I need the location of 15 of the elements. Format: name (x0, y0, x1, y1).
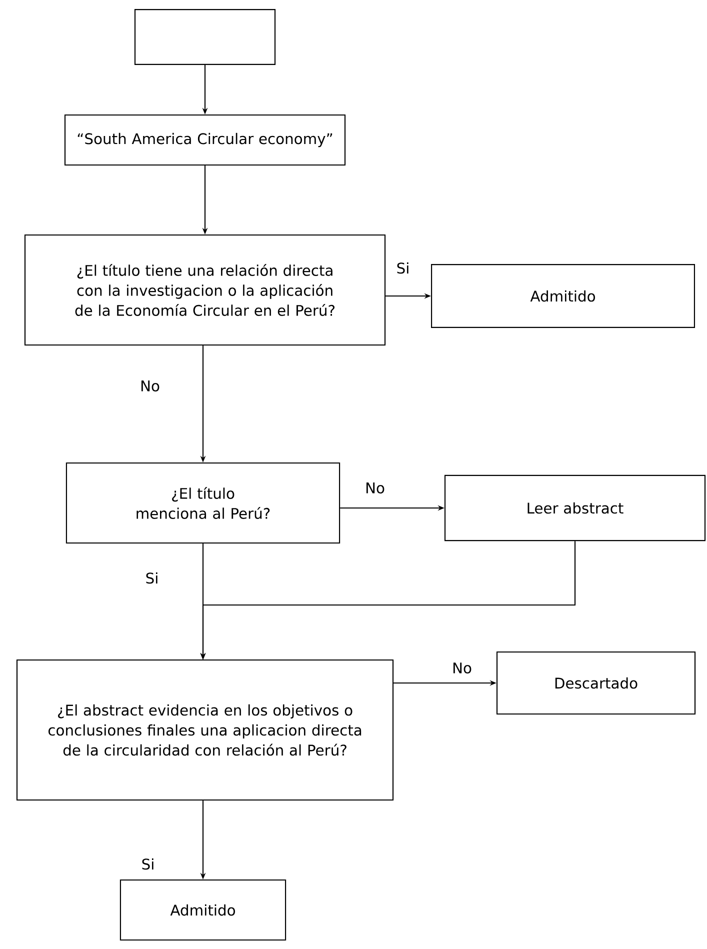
edge-label: Si (144, 571, 160, 586)
empty-box (134, 9, 276, 65)
edge-label: Si (394, 261, 412, 276)
process-box: ¿El título tiene una relación directa con la investigacion o la aplicación de la Economía Circular en el Perú? (24, 234, 386, 346)
process-box: Admitido (431, 264, 695, 328)
edge-label: Si (140, 857, 156, 872)
edge-label: No (450, 661, 474, 675)
edge-label: No (364, 481, 386, 495)
process-box: Descartado (496, 651, 696, 715)
process-box: ¿El título menciona al Perú? (66, 462, 340, 544)
process-box: Leer abstract (444, 474, 706, 542)
process-box: “South America Circular economy” (64, 114, 346, 166)
edge-label: No (138, 379, 162, 393)
process-box: ¿El abstract evidencia en los objetivos o conclusiones finales una aplicacion directa de la circularidad con relación al Perú? (16, 659, 394, 801)
process-box: Admitido (120, 879, 286, 941)
